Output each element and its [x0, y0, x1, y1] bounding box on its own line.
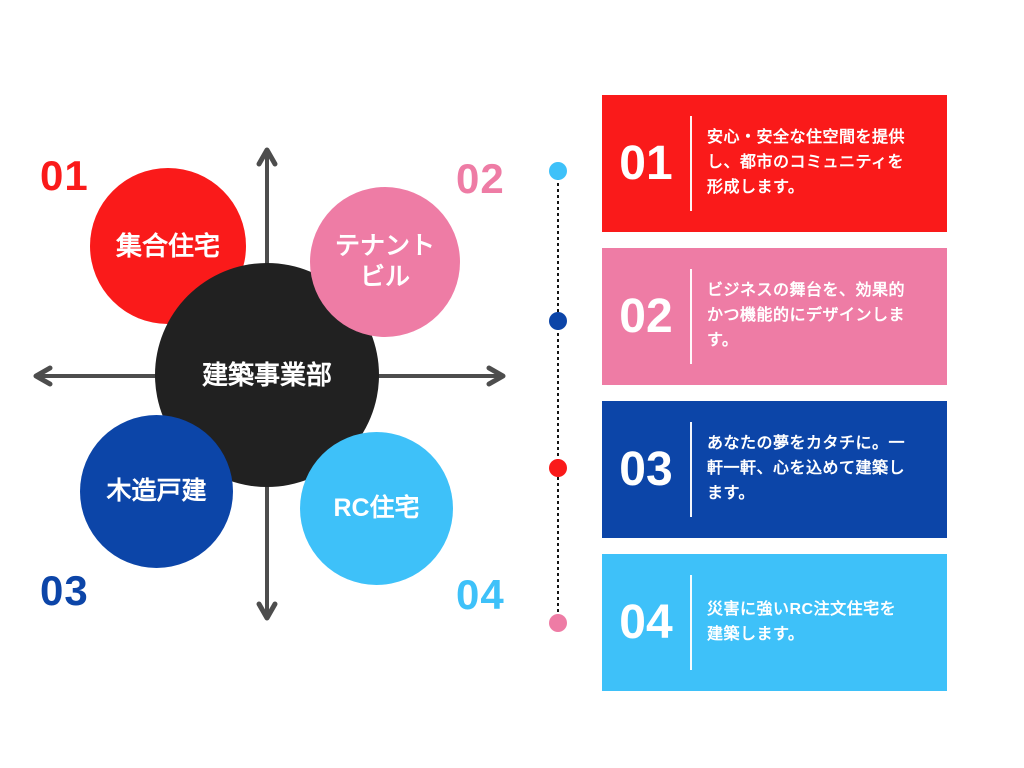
quadrant-number-01: 01: [40, 152, 89, 199]
timeline-dotted-line: [557, 171, 559, 623]
card-number: 04: [619, 595, 673, 649]
card-02: 02 ビジネスの舞台を、効果的かつ機能的にデザインします。: [602, 248, 947, 385]
card-divider: [690, 269, 692, 364]
diagram-circle-wooden-house: 木造戸建: [80, 415, 233, 568]
card-number: 02: [619, 289, 673, 343]
card-divider: [690, 116, 692, 211]
card-description: 災害に強いRC注文住宅を建築します。: [707, 600, 897, 643]
diagram-circle-label: テナント ビル: [334, 231, 435, 291]
diagram-circle-tenant-building: テナント ビル: [310, 187, 460, 337]
diagram-circle-label: 木造戸建: [106, 476, 207, 505]
left-arrow-icon: [33, 365, 53, 387]
diagram-circle-label: 集合住宅: [115, 230, 220, 261]
card-description: 安心・安全な住空間を提供し、都市のコミュニティを形成します。: [707, 129, 906, 196]
up-arrow-icon: [256, 147, 278, 167]
card-01: 01 安心・安全な住空間を提供し、都市のコミュニティを形成します。: [602, 95, 947, 232]
card-number: 01: [619, 136, 673, 190]
diagram-center-label: 建築事業部: [201, 359, 332, 390]
timeline-dot-1: [549, 162, 567, 180]
timeline-dot-4: [549, 614, 567, 632]
timeline-dot-2: [549, 312, 567, 330]
quadrant-number-03: 03: [40, 567, 89, 614]
card-divider: [690, 422, 692, 517]
diagram-circle-label: RC住宅: [333, 493, 420, 522]
timeline-dot-3: [549, 459, 567, 477]
card-list: 01 安心・安全な住空間を提供し、都市のコミュニティを形成します。 02 ビジネ…: [602, 95, 947, 707]
quadrant-number-04: 04: [456, 571, 505, 618]
card-description: ビジネスの舞台を、効果的かつ機能的にデザインします。: [707, 282, 906, 349]
down-arrow-icon: [256, 601, 278, 621]
card-03: 03 あなたの夢をカタチに。一軒一軒、心を込めて建築します。: [602, 401, 947, 538]
card-description: あなたの夢をカタチに。一軒一軒、心を込めて建築します。: [707, 435, 906, 502]
card-divider: [690, 575, 692, 670]
quadrant-number-02: 02: [456, 155, 505, 202]
card-number: 03: [619, 442, 673, 496]
card-04: 04 災害に強いRC注文住宅を建築します。: [602, 554, 947, 691]
right-arrow-icon: [486, 365, 506, 387]
diagram-circle-rc-house: RC住宅: [300, 432, 453, 585]
